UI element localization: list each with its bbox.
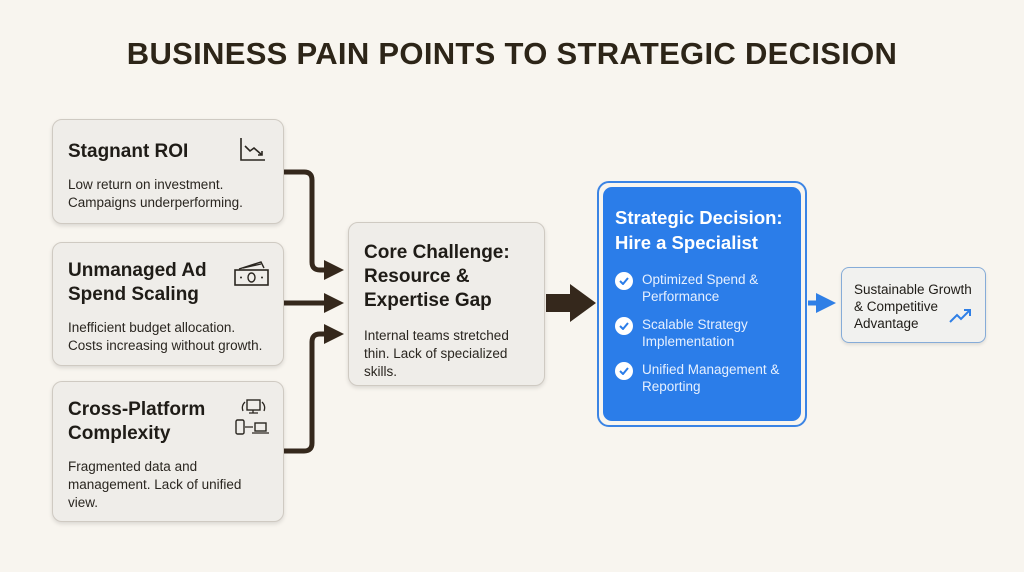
pain-point-title: Unmanaged Ad Spend Scaling xyxy=(68,260,207,305)
pain-point-card-roi: Stagnant ROI Low return on investment. C… xyxy=(52,119,284,224)
benefit-item: Unified Management & Reporting xyxy=(615,361,789,395)
pain-point-description: Inefficient budget allocation. Costs inc… xyxy=(68,320,263,353)
strategic-decision-card: Strategic Decision: Hire a Specialist Op… xyxy=(597,181,807,427)
money-icon xyxy=(234,261,269,286)
outcome-card: Sustainable Growth & Competitive Advanta… xyxy=(841,267,986,343)
check-icon xyxy=(615,362,633,380)
pain-point-card-platform: Cross-Platform Complexity Fragmented dat… xyxy=(52,381,284,522)
chart-down-icon xyxy=(240,138,265,161)
pain-point-title: Stagnant ROI xyxy=(68,141,189,162)
check-icon xyxy=(615,317,633,335)
devices-icon xyxy=(235,399,269,435)
pain-point-card-spend: Unmanaged Ad Spend Scaling Inefficient b… xyxy=(52,242,284,366)
decision-title: Strategic Decision: Hire a Specialist xyxy=(615,207,783,253)
benefit-text: Optimized Spend & Performance xyxy=(642,272,759,304)
pain-point-title: Cross-Platform Complexity xyxy=(68,399,206,444)
benefit-item: Optimized Spend & Performance xyxy=(615,271,789,305)
benefit-item: Scalable Strategy Implementation xyxy=(615,316,789,350)
pain-point-description: Fragmented data and management. Lack of … xyxy=(68,459,242,510)
trend-up-icon xyxy=(949,309,971,323)
benefit-text: Unified Management & Reporting xyxy=(642,362,780,394)
connector-roi xyxy=(284,169,344,280)
core-title: Core Challenge: Resource & Expertise Gap xyxy=(364,242,510,311)
connector-platform xyxy=(284,324,344,454)
pain-point-description: Low return on investment. Campaigns unde… xyxy=(68,177,243,210)
core-description: Internal teams stretched thin. Lack of s… xyxy=(364,328,509,379)
page-title: BUSINESS PAIN POINTS TO STRATEGIC DECISI… xyxy=(126,36,898,71)
core-challenge-card: Core Challenge: Resource & Expertise Gap… xyxy=(348,222,545,386)
big-arrow xyxy=(546,284,596,322)
outcome-text: Sustainable Growth & Competitive Advanta… xyxy=(854,282,972,331)
check-icon xyxy=(615,272,633,290)
benefit-text: Scalable Strategy Implementation xyxy=(642,317,748,349)
